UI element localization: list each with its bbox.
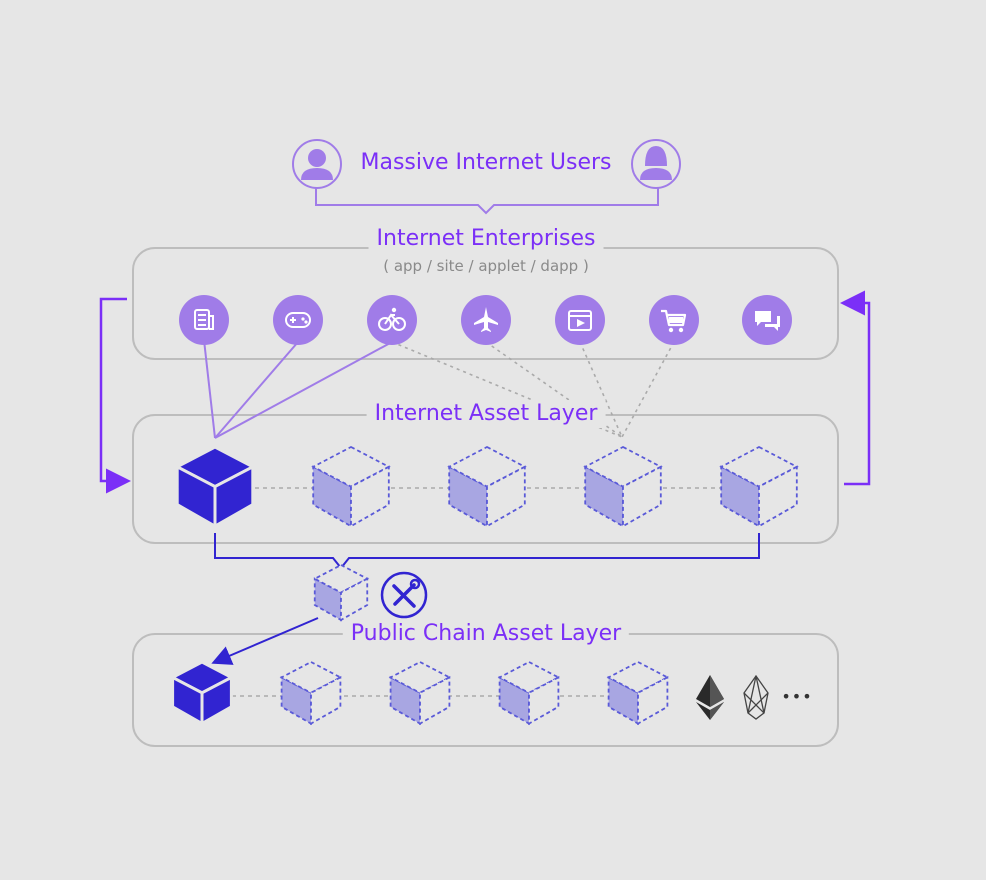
chain-cube <box>388 660 452 726</box>
chain-cube <box>497 660 561 726</box>
bicycle-icon <box>367 295 417 345</box>
transfer-cube <box>312 563 370 622</box>
main-chain-cube <box>171 660 233 726</box>
link-line <box>203 339 216 439</box>
enterprises-subtitle: ( app / site / applet / dapp ) <box>383 257 589 275</box>
asset-cube <box>583 445 663 528</box>
left-loop-arrow <box>99 297 131 494</box>
massive-users-title: Massive Internet Users <box>352 149 620 177</box>
news-icon <box>179 295 229 345</box>
airplane-icon <box>461 295 511 345</box>
public-chain-title: Public Chain Asset Layer <box>342 620 630 648</box>
ethereum-icon <box>696 675 724 720</box>
asset-cube <box>311 445 391 528</box>
link-line <box>214 341 393 439</box>
chat-icon <box>742 295 792 345</box>
link-line-dashed <box>621 341 675 438</box>
enterprises-title: Internet Enterprises <box>368 225 604 253</box>
wrench-screwdriver-icon <box>380 571 428 619</box>
video-icon <box>555 295 605 345</box>
right-loop-arrow <box>840 290 871 486</box>
eos-icon <box>743 674 769 720</box>
gamepad-icon <box>273 295 323 345</box>
user-avatar-left-icon <box>292 139 342 189</box>
link-line <box>214 341 299 439</box>
user-avatar-right-icon <box>631 139 681 189</box>
asset-bracket <box>214 533 760 570</box>
chain-cube <box>606 660 670 726</box>
shopping-cart-icon <box>649 295 699 345</box>
asset-layer-title: Internet Asset Layer <box>366 400 606 428</box>
main-asset-cube <box>175 445 255 528</box>
asset-cube <box>719 445 799 528</box>
deploy-arrow <box>211 617 319 665</box>
link-line-dashed <box>579 341 623 438</box>
asset-cube <box>447 445 527 528</box>
users-bracket <box>315 188 659 215</box>
more-chains: ••• <box>781 687 813 706</box>
chain-cube <box>279 660 343 726</box>
